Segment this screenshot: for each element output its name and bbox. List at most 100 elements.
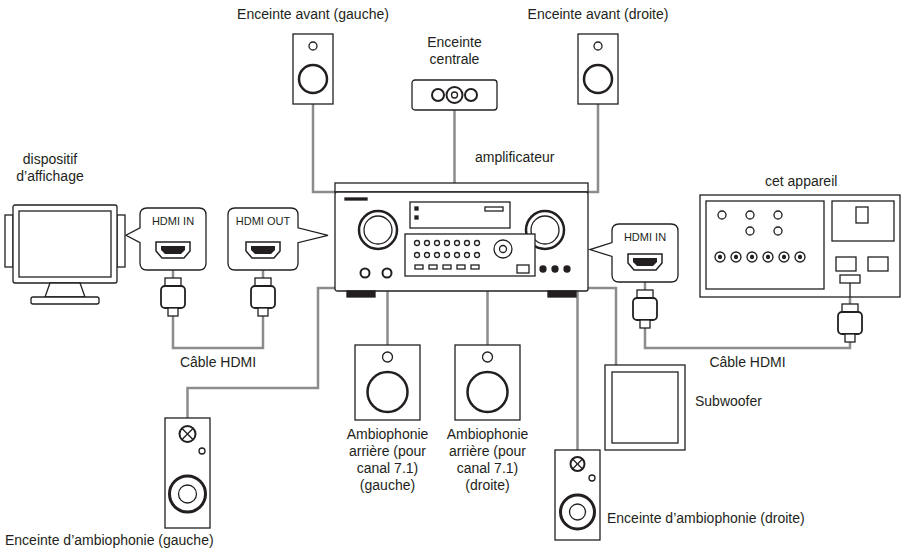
amplifier-drawing-part xyxy=(429,265,437,269)
amplifier-drawing-part xyxy=(475,241,480,246)
display-drawing-part xyxy=(5,215,13,267)
amplifier-drawing-part xyxy=(415,216,418,219)
speaker-wire xyxy=(486,291,489,345)
surround-speaker: Enceinte d’ambiophonie (droite) xyxy=(555,450,600,540)
player-drawing-part xyxy=(719,256,722,259)
amplifier-drawing-part xyxy=(415,241,420,246)
subwoofer-drawing-part xyxy=(605,365,685,450)
amplifier-drawing-part xyxy=(517,265,529,273)
amplifier-drawing-part xyxy=(425,241,430,246)
rear-surround-speaker: Ambiophonie arrière (pour canal 7.1) (dr… xyxy=(455,345,520,420)
speaker-drawing-part xyxy=(455,345,520,420)
speaker-drawing-part xyxy=(182,428,193,439)
amplifier-drawing-part xyxy=(335,192,588,291)
hdmi-port-icon xyxy=(161,246,185,254)
speaker-label: Ambiophonie arrière (pour canal 7.1) (dr… xyxy=(439,426,537,494)
speaker-drawing-part xyxy=(584,65,612,93)
hdmi-plug-part xyxy=(168,308,178,316)
rear-surround-speaker: Ambiophonie arrière (pour canal 7.1) (ga… xyxy=(355,345,420,420)
player-drawing-part xyxy=(706,201,824,289)
player-drawing-part xyxy=(868,257,888,271)
front-speaker: Enceinte avant (gauche) xyxy=(293,34,333,104)
speaker-wire xyxy=(588,104,598,192)
hdmi-plug-part xyxy=(258,308,268,316)
speaker-drawing-part xyxy=(180,426,196,442)
speaker-label: Enceinte avant (gauche) xyxy=(223,6,403,23)
speaker-drawing-part xyxy=(570,504,586,520)
player-drawing-part xyxy=(832,201,894,241)
speaker-drawing-part xyxy=(383,352,393,362)
hdmi-plug-part xyxy=(842,304,858,312)
device-label: dispositif d’affichage xyxy=(5,151,95,185)
subwoofer: Subwoofer xyxy=(605,365,685,450)
port-label: HDMI IN xyxy=(140,214,206,228)
amplifier-drawing-part xyxy=(552,266,558,272)
player-drawing-part xyxy=(700,195,900,297)
hdmi-plug-part xyxy=(251,286,275,308)
speaker-drawing-part xyxy=(483,352,493,362)
hdmi-plug-part xyxy=(161,286,185,308)
speaker-drawing-part xyxy=(578,34,618,104)
amplifier-drawing-part xyxy=(465,253,470,258)
amplifier-drawing-part xyxy=(564,266,570,272)
speaker-drawing xyxy=(555,450,600,540)
amplifier-drawing-part xyxy=(435,253,440,258)
hdmi-port-icon xyxy=(156,242,190,258)
speaker-label: Subwoofer xyxy=(695,393,762,410)
display-drawing xyxy=(5,205,125,304)
hdmi-port-icon xyxy=(246,242,280,258)
player-drawing xyxy=(700,195,900,297)
amplifier-drawing-part xyxy=(425,253,430,258)
center-speaker-drawing-part xyxy=(465,89,477,101)
speaker-drawing xyxy=(165,418,210,528)
center-speaker-drawing xyxy=(412,80,497,110)
player-unit: cet appareil xyxy=(700,195,900,297)
hdmi-port-icon xyxy=(628,254,662,270)
hdmi-port-callout: HDMI IN xyxy=(140,208,206,270)
hdmi-plug-part xyxy=(637,290,653,298)
speaker-drawing-part xyxy=(468,372,508,412)
amplifier: amplificateur xyxy=(335,183,588,291)
amplifier-drawing-part xyxy=(540,266,546,272)
player-drawing-part xyxy=(836,257,856,271)
cable-label-holder: Câble HDMI xyxy=(148,353,288,371)
speaker-drawing-part xyxy=(561,495,595,529)
center-speaker-drawing-part xyxy=(447,87,463,103)
speaker-drawing-part xyxy=(165,418,210,528)
amplifier-drawing xyxy=(335,183,588,297)
hdmi-plug-part xyxy=(640,320,650,328)
port-label: HDMI OUT xyxy=(228,214,298,228)
player-drawing-part xyxy=(774,211,782,219)
player-drawing-part xyxy=(746,211,754,219)
speaker-drawing-part xyxy=(309,42,317,50)
player-drawing-part xyxy=(763,252,773,262)
speaker-drawing-part xyxy=(199,448,205,454)
amplifier-drawing-part xyxy=(335,183,588,192)
speaker-drawing xyxy=(455,345,520,420)
player-drawing-part xyxy=(795,252,805,262)
player-drawing-part xyxy=(767,256,770,259)
surround-speaker: Enceinte d’ambiophonie (gauche) xyxy=(165,418,210,528)
callout-bubble xyxy=(228,208,328,270)
amplifier-drawing-part xyxy=(485,207,503,211)
amplifier-drawing-part xyxy=(415,207,418,210)
speaker-wire xyxy=(453,110,456,183)
speaker-drawing xyxy=(578,34,618,104)
center-speaker-drawing-part xyxy=(432,89,444,101)
illustration-part xyxy=(5,34,900,540)
player-drawing-part xyxy=(731,252,741,262)
hdmi-plug-part xyxy=(845,334,855,342)
cable-label: Câble HDMI xyxy=(177,354,259,371)
speaker-drawing-part xyxy=(589,475,595,481)
subwoofer-drawing-part xyxy=(612,372,678,443)
display-device: dispositif d’affichage xyxy=(5,205,125,305)
callout-bubble xyxy=(590,224,678,282)
display-drawing-part xyxy=(45,283,85,297)
amplifier-drawing-part xyxy=(435,241,440,246)
amplifier-drawing-part xyxy=(347,291,375,297)
display-drawing-part xyxy=(19,211,111,277)
speaker-drawing xyxy=(293,34,333,104)
center-speaker-drawing-part xyxy=(412,80,497,110)
speaker-wire xyxy=(313,104,335,192)
hdmi-port-icon xyxy=(251,246,275,254)
